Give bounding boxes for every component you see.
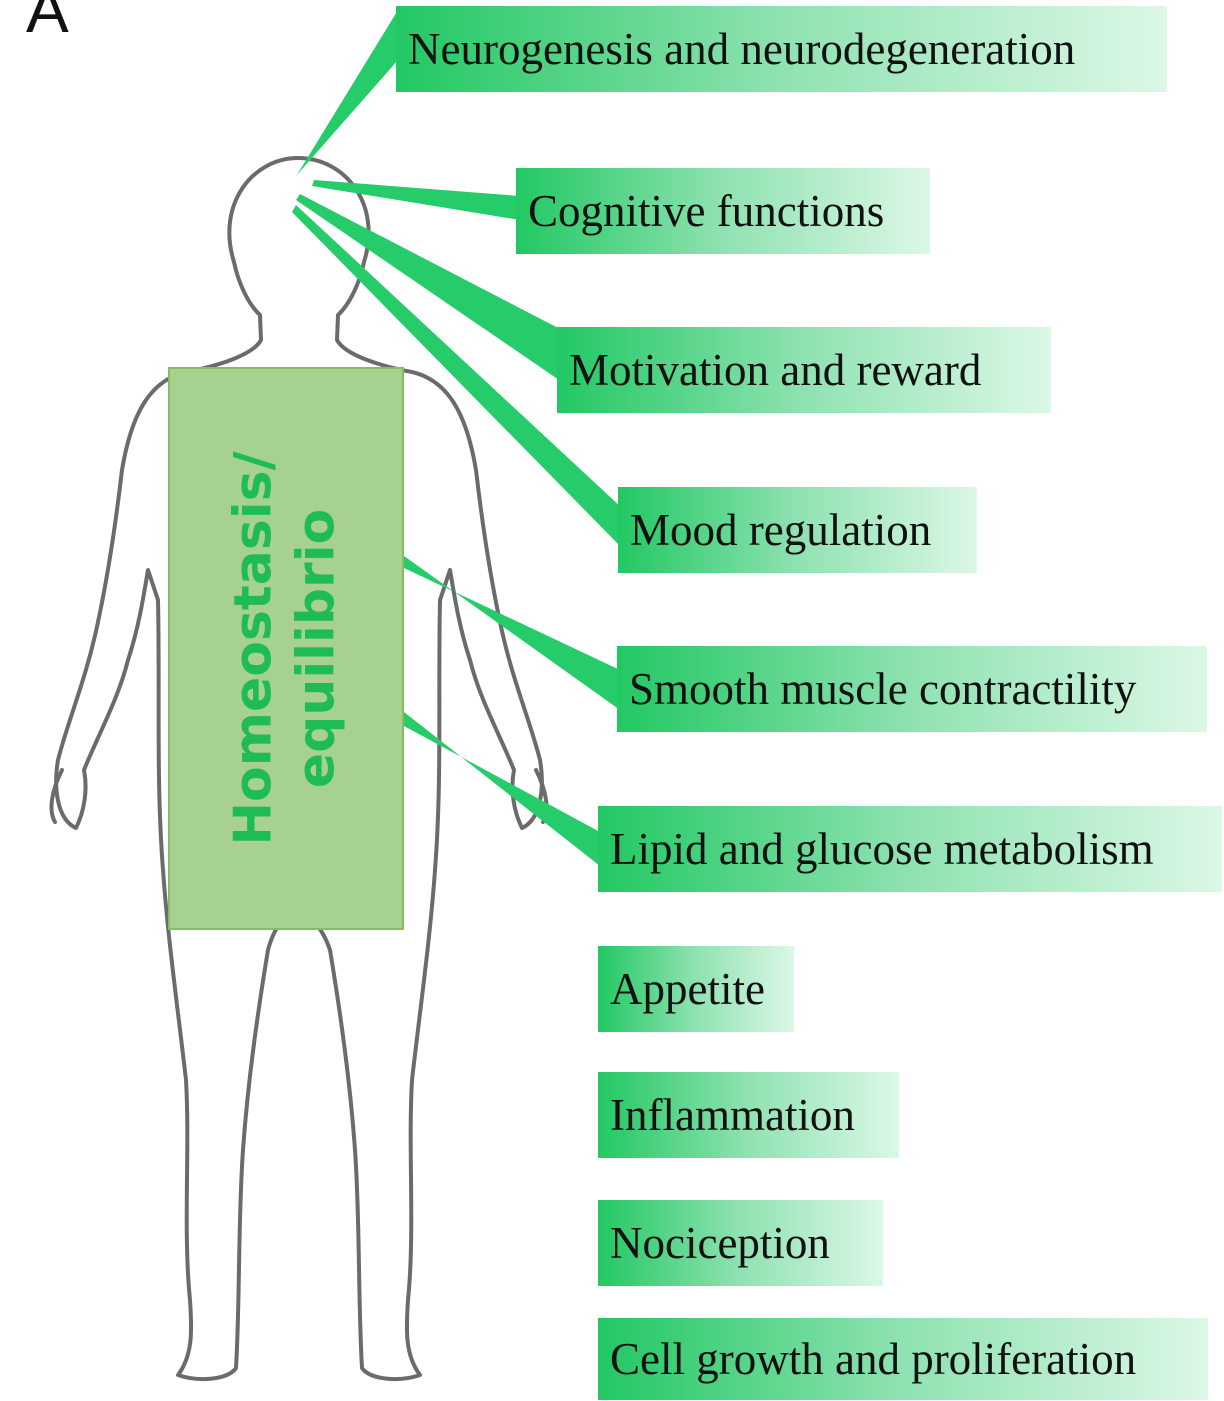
connector-neurogenesis xyxy=(296,10,398,176)
function-label: Appetite xyxy=(610,963,765,1015)
function-label: Lipid and glucose metabolism xyxy=(610,823,1154,875)
function-box-cell-growth: Cell growth and proliferation xyxy=(598,1318,1208,1400)
homeostasis-box: Homeostasis/ equilibrio xyxy=(168,367,404,930)
function-label: Cognitive functions xyxy=(528,185,884,237)
homeostasis-label-line2: equilibrio xyxy=(286,451,349,845)
function-label: Cell growth and proliferation xyxy=(610,1333,1136,1385)
function-label: Mood regulation xyxy=(630,504,931,556)
function-box-inflammation: Inflammation xyxy=(598,1072,899,1158)
function-box-neurogenesis: Neurogenesis and neurodegeneration xyxy=(396,6,1167,92)
connector-smooth-muscle xyxy=(404,556,620,710)
connector-lipid xyxy=(404,712,600,866)
function-label: Motivation and reward xyxy=(569,344,981,396)
function-box-motivation: Motivation and reward xyxy=(557,327,1051,413)
homeostasis-label: Homeostasis/ equilibrio xyxy=(223,451,350,845)
function-box-mood: Mood regulation xyxy=(618,487,977,573)
function-box-cognitive: Cognitive functions xyxy=(516,168,930,254)
function-box-smooth-muscle: Smooth muscle contractility xyxy=(617,646,1207,732)
connector-cognitive xyxy=(312,180,520,220)
function-label: Neurogenesis and neurodegeneration xyxy=(408,23,1075,75)
function-box-nociception: Nociception xyxy=(598,1200,883,1286)
function-box-lipid-glucose: Lipid and glucose metabolism xyxy=(598,806,1222,892)
function-label: Inflammation xyxy=(610,1089,855,1141)
homeostasis-label-line1: Homeostasis/ xyxy=(223,451,286,845)
function-label: Smooth muscle contractility xyxy=(629,663,1136,715)
function-box-appetite: Appetite xyxy=(598,946,794,1032)
function-label: Nociception xyxy=(610,1217,830,1269)
